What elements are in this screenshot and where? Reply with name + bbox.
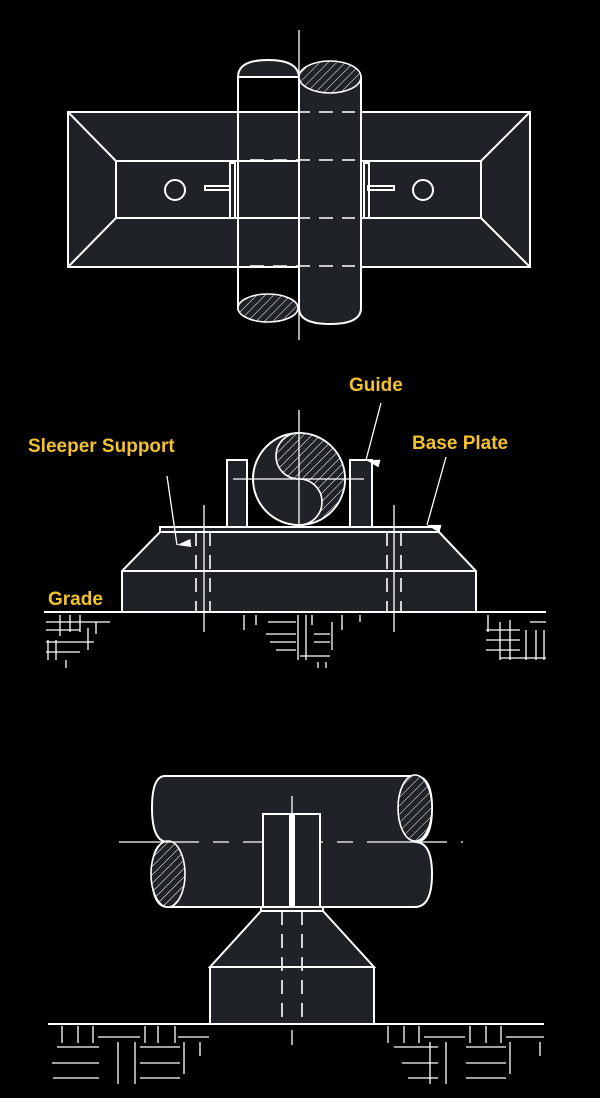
label-base-plate: Base Plate bbox=[412, 433, 508, 454]
label-sleeper-support: Sleeper Support bbox=[28, 436, 175, 457]
ground-hatch-side bbox=[52, 1026, 544, 1084]
guide-left-elev bbox=[226, 459, 248, 528]
label-guide: Guide bbox=[349, 375, 403, 396]
arrow-sleeper-support bbox=[166, 475, 192, 547]
guide-right bbox=[363, 162, 395, 219]
guide-left bbox=[204, 162, 236, 219]
callouts: Guide Sleeper Support Base Plate Grade bbox=[28, 375, 508, 610]
arrow-base-plate bbox=[426, 456, 447, 533]
plan-view bbox=[67, 30, 531, 340]
bolt-hole-right bbox=[412, 179, 434, 201]
base-plate-side bbox=[260, 906, 324, 912]
pipe-section-left bbox=[150, 840, 186, 908]
pipe-section-right bbox=[397, 774, 433, 842]
sleeper-side-taper bbox=[207, 910, 377, 968]
label-grade: Grade bbox=[48, 589, 103, 610]
base-plate-elev bbox=[159, 526, 440, 533]
ground-hatch bbox=[46, 615, 546, 668]
arrow-guide bbox=[365, 402, 382, 468]
pipe-section-bottom bbox=[237, 293, 299, 323]
guide-right-elev bbox=[349, 459, 373, 528]
side-view bbox=[48, 774, 544, 1084]
sleeper-side-block bbox=[209, 966, 375, 1025]
guide-plate bbox=[289, 814, 295, 907]
bolt-hole-left bbox=[164, 179, 186, 201]
pipe-section-top bbox=[298, 60, 362, 94]
